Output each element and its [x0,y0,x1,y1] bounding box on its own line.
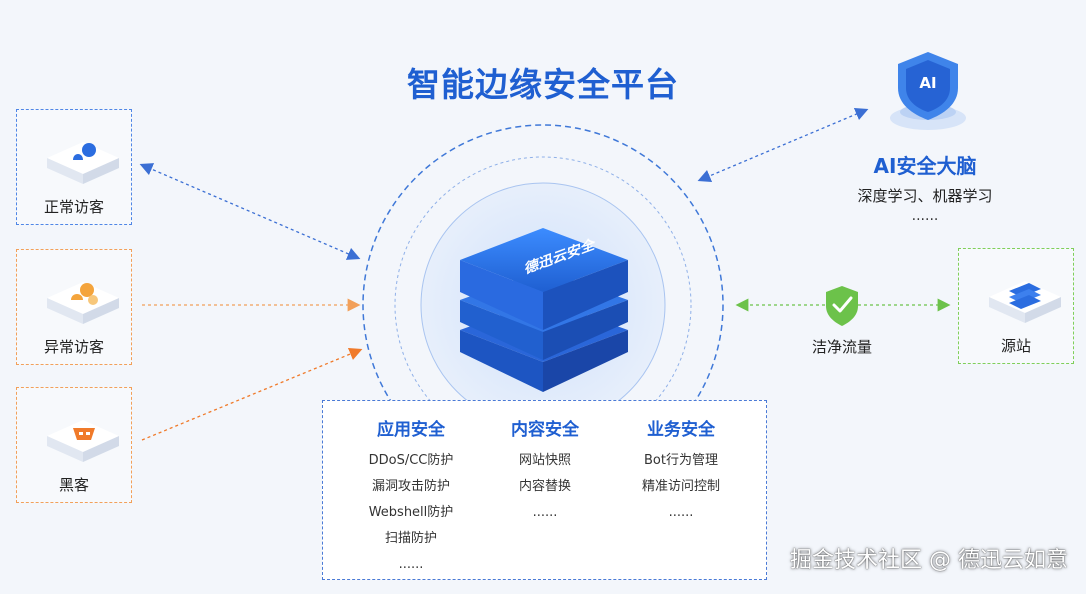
ai-brain-more: ...... [911,208,939,224]
ai-brain-subtitle: 深度学习、机器学习 [857,187,993,205]
feature-item: 网站快照 [518,453,571,468]
feature-item: DDoS/CC防护 [368,453,454,468]
feature-item: Webshell防护 [368,505,454,520]
feature-item: 扫描防护 [384,531,437,546]
clean-traffic-label: 洁净流量 [811,338,872,356]
normal-visitor-box: 正常访客 [16,109,132,225]
ai-brain-title: AI安全大脑 [873,154,977,178]
features-panel: 应用安全 DDoS/CC防护 漏洞攻击防护 Webshell防护 扫描防护 ..… [322,400,767,580]
normal-visitor-arrow [139,163,361,260]
watermark: 掘金技术社区 @ 德迅云如意 [790,548,1068,573]
feature-title: 内容安全 [511,420,579,440]
origin-server-icon [989,281,1061,323]
check-shield-icon [826,286,858,326]
feature-item: 漏洞攻击防护 [371,479,450,494]
feature-item: ...... [668,505,694,520]
ai-badge: AI [919,74,937,92]
feature-item: 内容替换 [518,479,571,494]
page-title: 智能边缘安全平台 [407,65,679,104]
server-stack-icon [460,228,628,392]
origin-label: 源站 [1000,337,1031,355]
ai-shield-icon [890,52,966,130]
hacker-icon [47,420,119,462]
feature-title: 业务安全 [647,420,715,440]
feature-title: 应用安全 [377,420,445,440]
feature-column-content: 内容安全 网站快照 内容替换 ...... [475,415,615,526]
feature-item: Bot行为管理 [644,453,718,468]
normal-visitor-label: 正常访客 [43,198,104,216]
user-icon [47,142,119,184]
feature-item: ...... [532,505,558,520]
feature-item: 精准访问控制 [641,479,720,494]
origin-box: 源站 [958,248,1074,364]
ai-brain-arrow [697,108,869,182]
hacker-box: 黑客 [16,387,132,503]
abnormal-visitor-box: 异常访客 [16,249,132,365]
feature-column-business: 业务安全 Bot行为管理 精准访问控制 ...... [611,415,751,526]
feature-column-app: 应用安全 DDoS/CC防护 漏洞攻击防护 Webshell防护 扫描防护 ..… [341,415,481,578]
abnormal-user-icon [47,282,119,324]
middle-ring [394,156,692,454]
hacker-label: 黑客 [58,476,89,494]
abnormal-visitor-label: 异常访客 [43,338,104,356]
feature-item: ...... [398,557,424,572]
